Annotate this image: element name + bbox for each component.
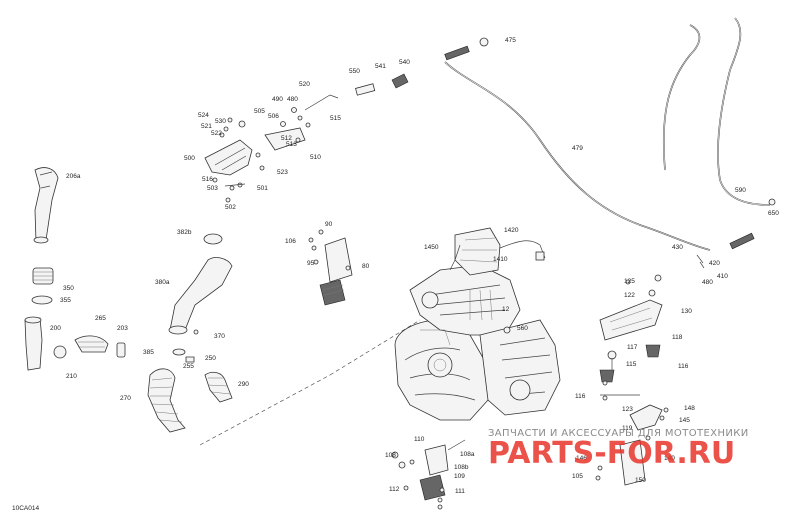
callout-label-200: 200: [50, 325, 61, 332]
watermark-tagline: ЗАПЧАСТИ И АКСЕССУАРЫ ДЛЯ МОТОТЕХНИКИ: [488, 428, 749, 439]
callout-label-210: 210: [66, 373, 77, 380]
bracket-assembly: [308, 229, 353, 306]
callout-label-523: 523: [277, 169, 288, 176]
callout-label-255: 255: [183, 363, 194, 370]
callout-label-490: 490: [272, 96, 283, 103]
callout-label-560: 560: [517, 325, 528, 332]
callout-label-106: 106: [285, 238, 296, 245]
callout-label-110: 110: [414, 436, 425, 443]
callout-label-105: 105: [572, 473, 583, 480]
callout-label-150: 150: [635, 477, 646, 484]
callout-label-516: 516: [202, 176, 213, 183]
callout-label-500: 500: [184, 155, 195, 162]
callout-label-520: 520: [299, 81, 310, 88]
engine-mounts: [595, 274, 669, 486]
callout-label-146: 146: [576, 455, 587, 462]
callout-label-355: 355: [60, 297, 71, 304]
callout-label-118: 118: [672, 334, 683, 341]
callout-label-521: 521: [201, 123, 212, 130]
watermark: ЗАПЧАСТИ И АКСЕССУАРЫ ДЛЯ МОТОТЕХНИКИ PA…: [488, 428, 749, 471]
callout-label-125: 125: [624, 278, 635, 285]
callout-label-530: 530: [215, 118, 226, 125]
air-intake-ducts: [24, 167, 233, 433]
callout-label-140: 140: [664, 455, 675, 462]
callout-label-650: 650: [768, 210, 779, 217]
callout-label-12: 12: [502, 306, 510, 313]
callout-label-270: 270: [120, 395, 131, 402]
callout-label-430: 430: [672, 244, 683, 251]
callout-label-116: 116: [678, 363, 689, 370]
callout-label-505: 505: [254, 108, 265, 115]
callout-label-119: 119: [622, 425, 633, 432]
callout-label-206a: 206a: [66, 173, 81, 180]
callout-label-385: 385: [143, 349, 154, 356]
lower-bracket: [391, 439, 466, 510]
callout-label-1410: 1410: [493, 256, 508, 263]
throttle-cable: [444, 17, 776, 269]
callout-label-290: 290: [238, 381, 249, 388]
callout-label-510: 510: [310, 154, 321, 161]
callout-label-116: 116: [575, 393, 586, 400]
callout-label-1420: 1420: [504, 227, 519, 234]
callout-label-80: 80: [362, 263, 370, 270]
callout-label-350: 350: [63, 285, 74, 292]
callout-label-503: 503: [207, 185, 218, 192]
callout-label-550: 550: [349, 68, 360, 75]
callout-label-109: 109: [454, 473, 465, 480]
callout-label-480: 480: [287, 96, 298, 103]
callout-label-115: 115: [626, 361, 637, 368]
callout-label-112: 112: [389, 486, 400, 493]
callout-label-117: 117: [627, 344, 638, 351]
duct-connector-line: [199, 319, 421, 446]
callout-label-590: 590: [735, 187, 746, 194]
diagram-code: 10CA014: [12, 505, 39, 512]
throttle-pedal-assembly: [204, 73, 409, 203]
callout-label-506: 506: [268, 113, 279, 120]
callout-label-145: 145: [679, 417, 690, 424]
callout-label-502: 502: [225, 204, 236, 211]
callout-label-479: 479: [572, 145, 583, 152]
callout-label-475: 475: [505, 37, 516, 44]
callout-label-410: 410: [717, 273, 728, 280]
callout-label-148: 148: [684, 405, 695, 412]
callout-label-250: 250: [205, 355, 216, 362]
callout-label-540: 540: [399, 59, 410, 66]
callout-label-370: 370: [214, 333, 225, 340]
callout-label-108a: 108a: [460, 451, 475, 458]
callout-label-111: 111: [455, 488, 465, 495]
callout-label-130: 130: [681, 308, 692, 315]
callout-label-90: 90: [325, 221, 333, 228]
callout-label-501: 501: [257, 185, 268, 192]
callout-label-382b: 382b: [177, 229, 192, 236]
callout-label-1450: 1450: [424, 244, 439, 251]
callout-label-515: 515: [330, 115, 341, 122]
callout-label-513: 513: [286, 141, 297, 148]
callout-label-522: 522: [211, 130, 222, 137]
callout-label-524: 524: [198, 112, 209, 119]
callout-label-203: 203: [117, 325, 128, 332]
callout-label-380a: 380a: [155, 279, 170, 286]
callout-label-108: 108: [385, 452, 396, 459]
engine-assembly: [394, 227, 561, 421]
callout-label-108b: 108b: [454, 464, 469, 471]
watermark-brand: PARTS-FOR.RU: [488, 436, 735, 471]
callout-label-512: 512: [281, 135, 292, 142]
callout-label-95: 95: [307, 260, 315, 267]
callout-label-480: 480: [702, 279, 713, 286]
callout-label-123: 123: [622, 406, 633, 413]
callout-label-265: 265: [95, 315, 106, 322]
callout-label-541: 541: [375, 63, 386, 70]
callout-label-420: 420: [709, 260, 720, 267]
callout-label-122: 122: [624, 292, 635, 299]
